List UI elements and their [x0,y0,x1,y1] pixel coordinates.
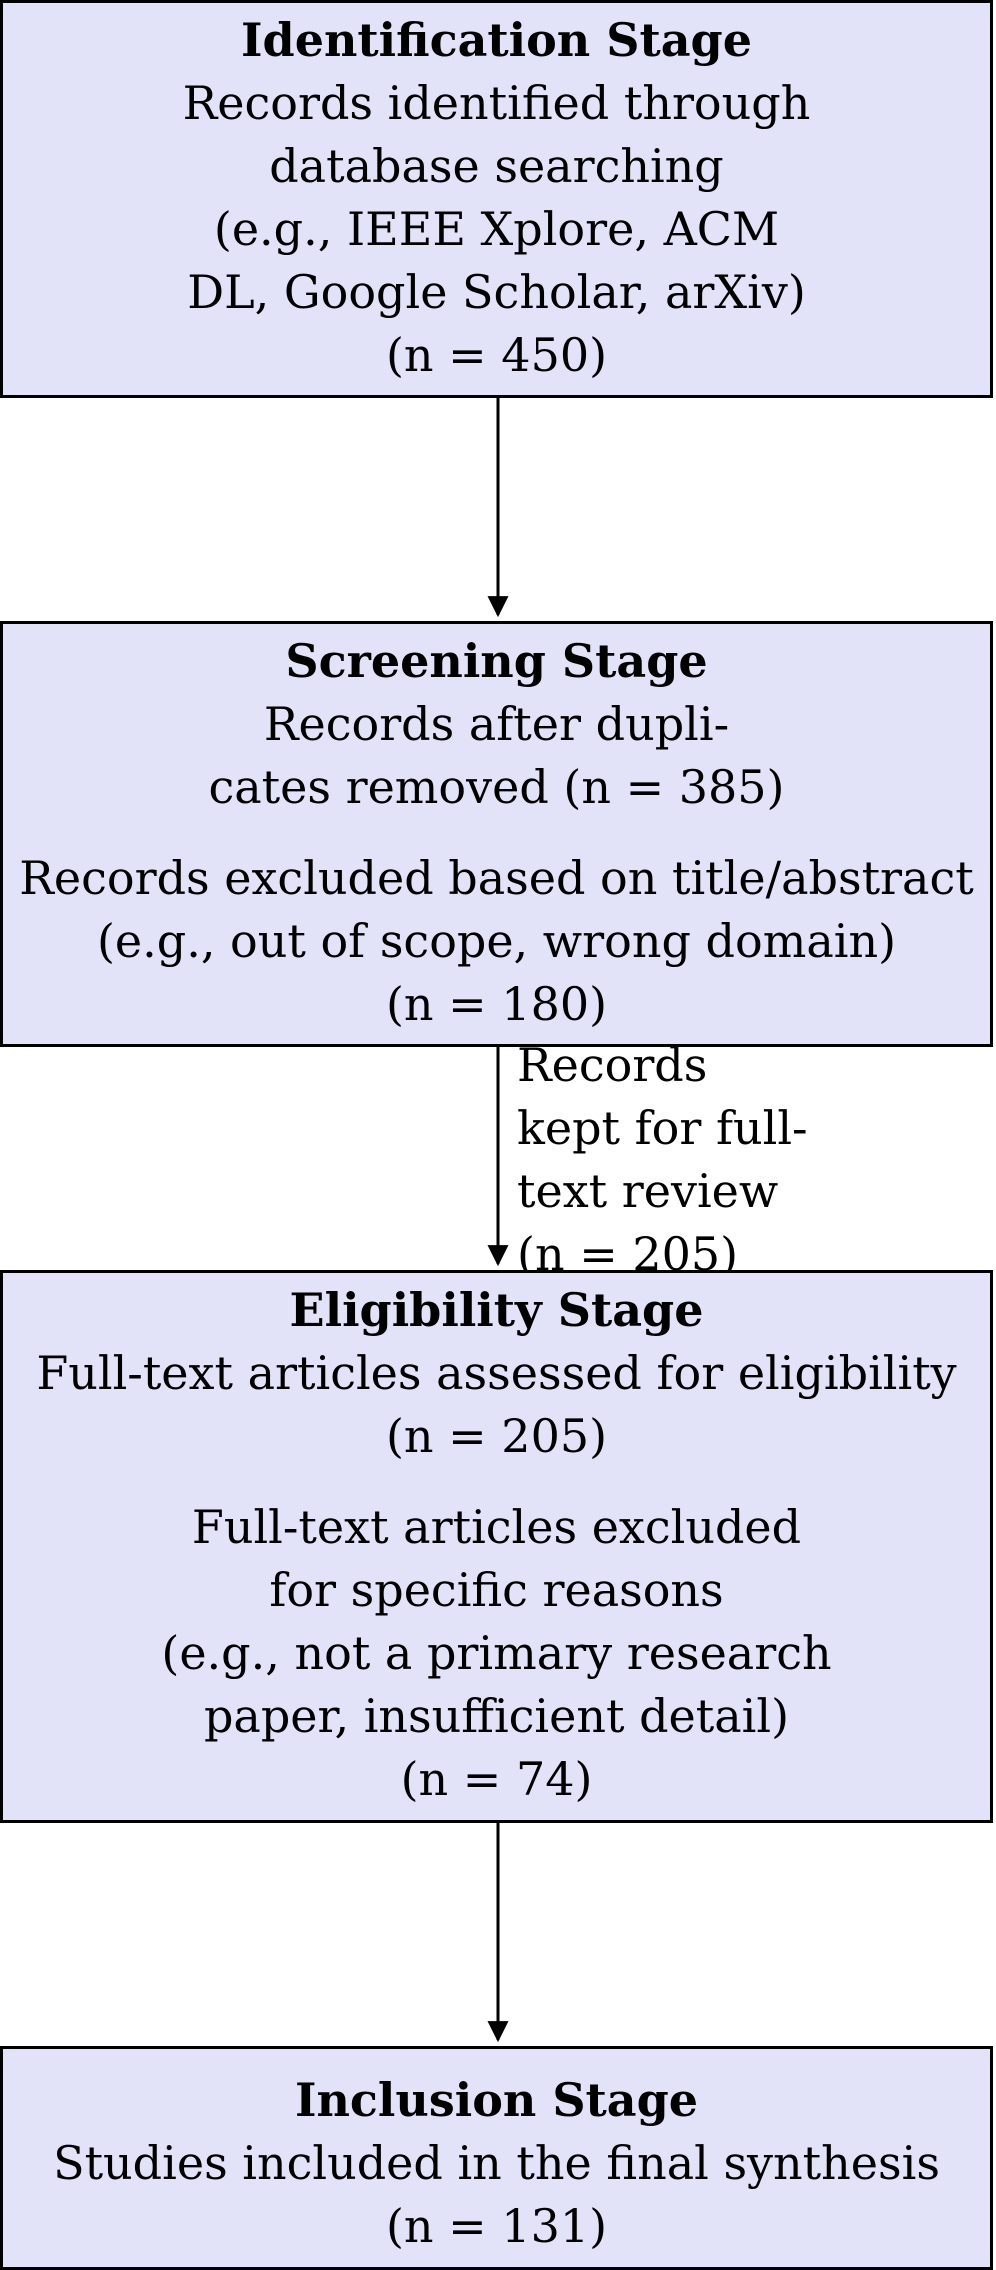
eligibility-assessed-line: Full-text articles assessed for eligibil… [36,1346,957,1400]
eligibility-excluded-count: (n = 74) [400,1752,593,1806]
eligibility-stage-box: Eligibility Stage Full-text articles ass… [0,1270,993,1823]
identification-line: Records identified through [182,76,811,130]
eligibility-assessed-count: (n = 205) [385,1409,608,1463]
screening-stage-box: Screening Stage Records after dupli- cat… [0,621,993,1047]
screening-stage-title: Screening Stage [285,634,708,688]
inclusion-stage-title: Inclusion Stage [294,2073,699,2127]
identification-count: (n = 450) [385,328,608,382]
eligibility-excluded-line: (e.g., not a primary research [161,1626,832,1680]
identification-stage-box: Identification Stage Records identified … [0,0,993,398]
edge-label-line: kept for full- [517,1101,808,1155]
inclusion-count: (n = 131) [385,2199,608,2253]
screening-kept-line: Records after dupli- [263,697,730,751]
eligibility-excluded-line: paper, insufficient detail) [203,1689,790,1743]
identification-line: database searching [269,139,724,193]
edge-label-line: text review [517,1164,779,1218]
screening-excluded-line: (e.g., out of scope, wrong domain) [96,914,897,968]
inclusion-line: Studies included in the final synthesis [53,2136,940,2190]
eligibility-excluded-line: Full-text articles excluded [191,1500,802,1554]
eligibility-excluded-line: for specific reasons [269,1563,724,1617]
identification-stage-title: Identification Stage [241,13,752,67]
screening-excluded-count: (n = 180) [385,977,608,1031]
inclusion-stage-box: Inclusion Stage Studies included in the … [0,2046,993,2270]
screening-kept-line: cates removed (n = 385) [208,760,785,814]
edge-label-line: Records [517,1038,708,1092]
eligibility-stage-title: Eligibility Stage [289,1283,704,1337]
identification-line: (e.g., IEEE Xplore, ACM [213,202,780,256]
screening-excluded-line: Records excluded based on title/abstract [19,851,974,905]
identification-line: DL, Google Scholar, arXiv) [187,265,806,319]
edge-label-kept-for-review: Records kept for full- text review (n = … [517,1034,808,1286]
